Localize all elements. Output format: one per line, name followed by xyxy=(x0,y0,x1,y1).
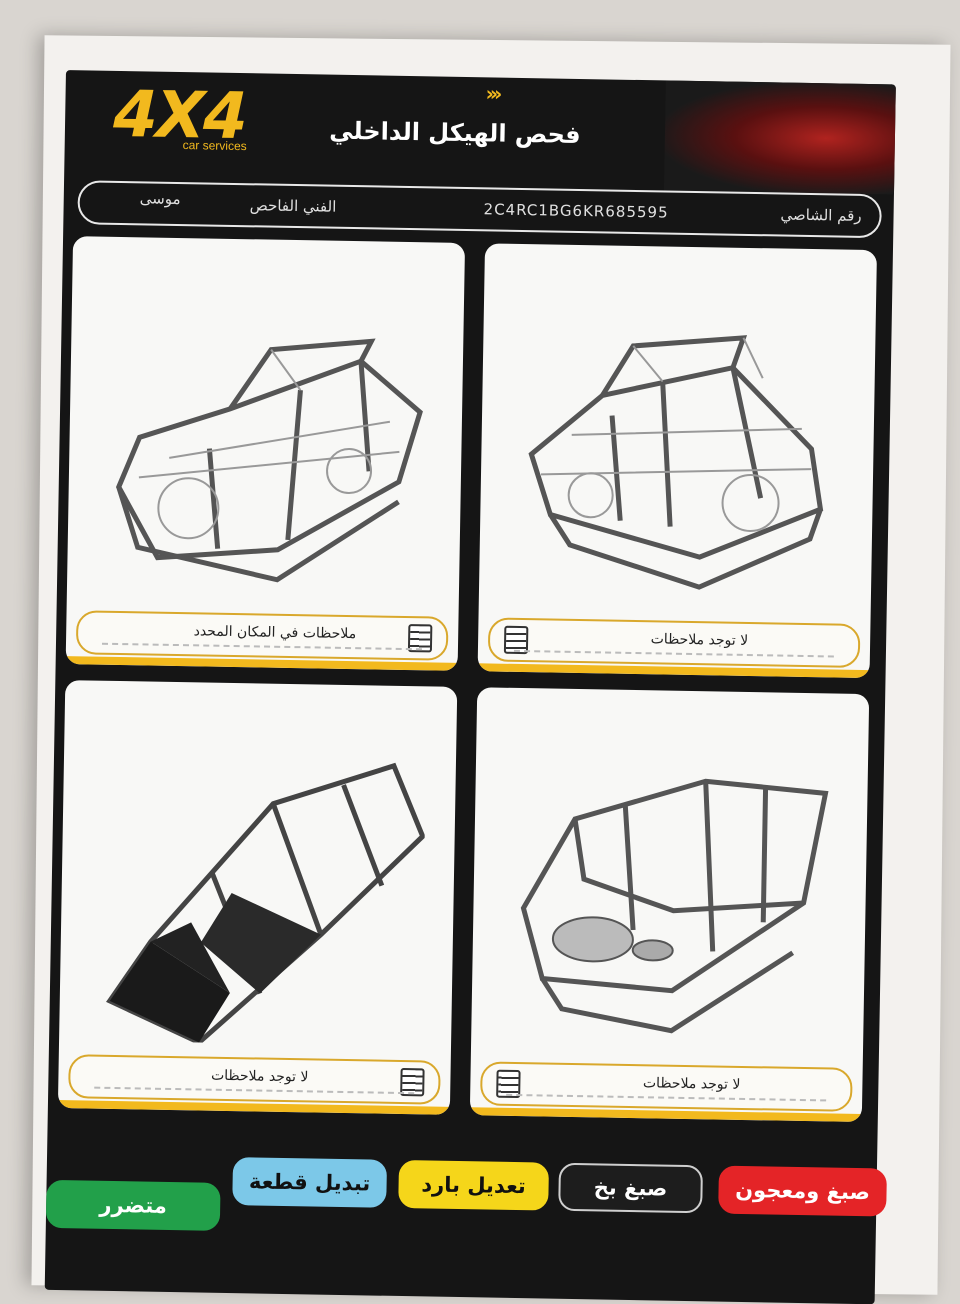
chevron-decoration-icon: ››› xyxy=(485,81,499,106)
car-frame-diagram xyxy=(106,762,426,1046)
legend-label: تبديل قطعة xyxy=(248,1169,371,1196)
panel-underside-view: لا توجد ملاحظات xyxy=(57,680,458,1115)
legend-label: صبغ ومعجون xyxy=(735,1177,871,1205)
note-text: ملاحظات في المكان المحدد xyxy=(193,623,357,643)
legend-label: صبغ بخ xyxy=(593,1175,668,1201)
note-text: لا توجد ملاحظات xyxy=(650,631,749,649)
car-hero-image xyxy=(663,80,896,195)
brand-tagline: car services xyxy=(182,138,247,154)
note-text: لا توجد ملاحظات xyxy=(210,1067,309,1086)
inspector-name: موسى xyxy=(139,189,181,209)
car-frame-diagram xyxy=(115,338,423,583)
legend-damaged: متضرر xyxy=(45,1179,221,1231)
panel-note: لا توجد ملاحظات xyxy=(479,1061,853,1112)
inspector-label: الفني الفاحص xyxy=(249,196,337,216)
panel-note: لا توجد ملاحظات xyxy=(487,617,861,668)
legend-part-replacement: تبديل قطعة xyxy=(232,1157,388,1208)
legend-label: تعديل بارد xyxy=(421,1172,527,1199)
note-text: لا توجد ملاحظات xyxy=(642,1075,741,1093)
legend-spray-paint: صبغ بخ xyxy=(558,1162,703,1214)
car-frame-diagram xyxy=(520,778,829,1034)
legend-label: متضرر xyxy=(99,1192,168,1218)
car-frame-diagram xyxy=(528,335,824,590)
chassis-label: رقم الشاصي xyxy=(780,205,862,225)
panel-rear-right-view: لا توجد ملاحظات xyxy=(477,243,877,679)
legend-paint-putty: صبغ ومعجون xyxy=(718,1165,887,1217)
page-title: فحص الهيكل الداخلي xyxy=(329,116,581,149)
inspection-sheet: ››› 4X4 car services فحص الهيكل الداخلي … xyxy=(44,70,896,1304)
panel-front-left-view: ملاحظات في المكان المحدد xyxy=(65,236,466,671)
chassis-value: 2C4RC1BG6KR685595 xyxy=(483,200,669,222)
panel-note: ملاحظات في المكان المحدد xyxy=(75,610,449,661)
panel-rear-top-view: لا توجد ملاحظات xyxy=(469,687,870,1123)
legend-cold-repair: تعديل بارد xyxy=(398,1159,550,1211)
panel-note: لا توجد ملاحظات xyxy=(68,1054,441,1105)
